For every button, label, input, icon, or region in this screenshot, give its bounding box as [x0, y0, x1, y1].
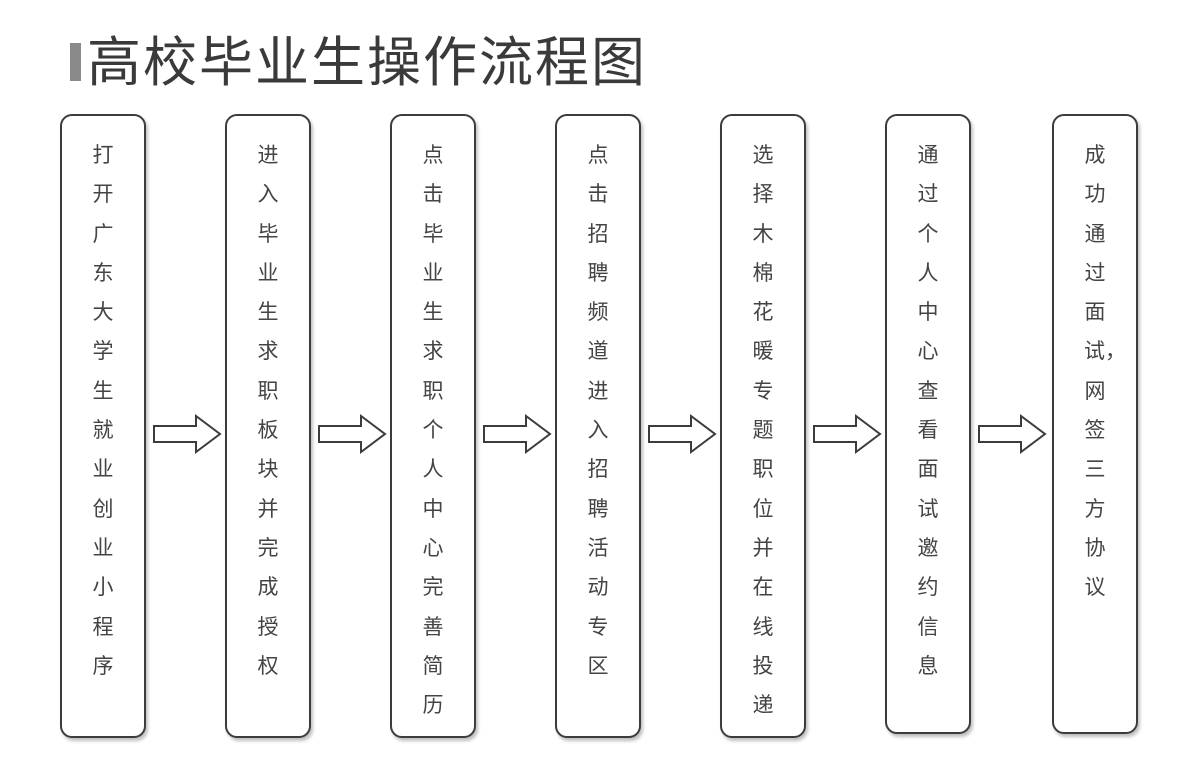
step-box-1: 打开广东大学生就业创业小程序: [60, 114, 146, 738]
step-box-6: 通过个人中心查看面试邀约信息: [885, 114, 971, 734]
title-text: 高校毕业生操作流程图: [87, 31, 647, 94]
step-text-3: 点击毕业生求职个人中心完善简历: [422, 143, 444, 718]
arrow-right-icon-5: [813, 414, 882, 454]
step-box-4: 点击招聘频道进入招聘活动专区: [555, 114, 641, 738]
arrow-right-icon-2: [318, 414, 387, 454]
page-title: 高校毕业生操作流程图: [70, 18, 647, 97]
arrow-right-icon-4: [648, 414, 717, 454]
step-box-7: 成功通过面试，网签三方协议: [1052, 114, 1138, 734]
arrow-right-icon-3: [483, 414, 552, 454]
step-box-2: 进入毕业生求职板块并完成授权: [225, 114, 311, 738]
step-text-7: 成功通过面试，网签三方协议: [1084, 143, 1126, 600]
step-box-3: 点击毕业生求职个人中心完善简历: [390, 114, 476, 738]
step-box-5: 选择木棉花暖专题职位并在线投递: [720, 114, 806, 738]
arrow-right-icon-1: [153, 414, 222, 454]
step-text-6: 通过个人中心查看面试邀约信息: [917, 143, 939, 678]
title-marker: [70, 42, 81, 81]
step-text-1: 打开广东大学生就业创业小程序: [92, 143, 114, 678]
step-text-4: 点击招聘频道进入招聘活动专区: [587, 143, 609, 678]
step-text-2: 进入毕业生求职板块并完成授权: [257, 143, 279, 678]
step-text-5: 选择木棉花暖专题职位并在线投递: [752, 143, 774, 718]
arrow-right-icon-6: [978, 414, 1047, 454]
